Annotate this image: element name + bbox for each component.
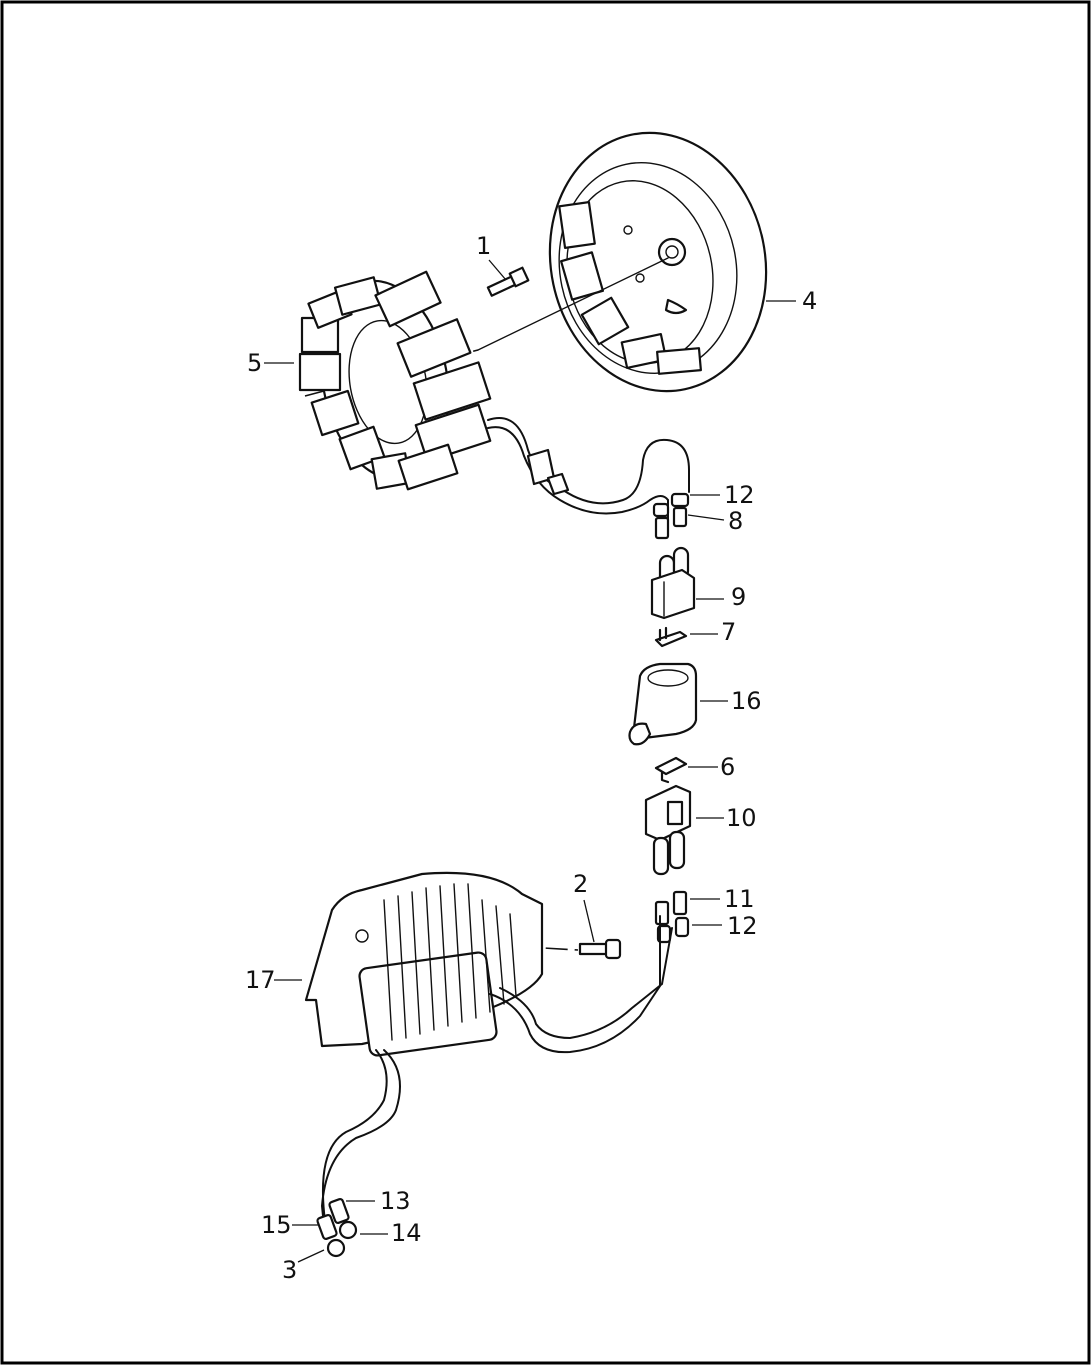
secondary-lock	[654, 626, 688, 648]
callout-11: 11	[724, 885, 755, 913]
callout-3: 3	[282, 1256, 297, 1284]
voltage-regulator	[304, 871, 544, 1057]
stator-screw	[486, 266, 530, 297]
callout-9: 9	[731, 583, 746, 611]
assembly-axis-line	[477, 257, 669, 351]
connector-cover	[628, 662, 698, 746]
callout-labels: 1 2 3 4 5 6 7 8 9 10 11 12 12 13 14 15 1…	[245, 232, 817, 1284]
callout-12-lower: 12	[727, 912, 758, 940]
connector-housing	[650, 546, 696, 620]
regulator-wiring	[320, 915, 673, 1233]
lower-connector	[644, 784, 692, 876]
leader-lines	[264, 259, 796, 1263]
callout-5: 5	[247, 349, 262, 377]
callout-13: 13	[380, 1187, 411, 1215]
stator-wiring	[487, 417, 690, 531]
callout-14: 14	[391, 1219, 422, 1247]
callout-16: 16	[731, 687, 762, 715]
rotor	[548, 131, 768, 393]
stator	[298, 270, 492, 491]
callout-8: 8	[728, 507, 743, 535]
regulator-bolt	[578, 938, 622, 960]
callout-10: 10	[726, 804, 757, 832]
ring-terminals	[316, 1198, 358, 1258]
callout-1: 1	[476, 232, 491, 260]
callout-2: 2	[573, 870, 588, 898]
upper-terminals	[652, 492, 690, 540]
callout-17: 17	[245, 966, 276, 994]
callout-4: 4	[802, 287, 817, 315]
callout-15: 15	[261, 1211, 292, 1239]
callout-6: 6	[720, 753, 735, 781]
callout-12-upper: 12	[724, 481, 755, 509]
callout-7: 7	[721, 618, 736, 646]
small-lock	[654, 756, 688, 784]
